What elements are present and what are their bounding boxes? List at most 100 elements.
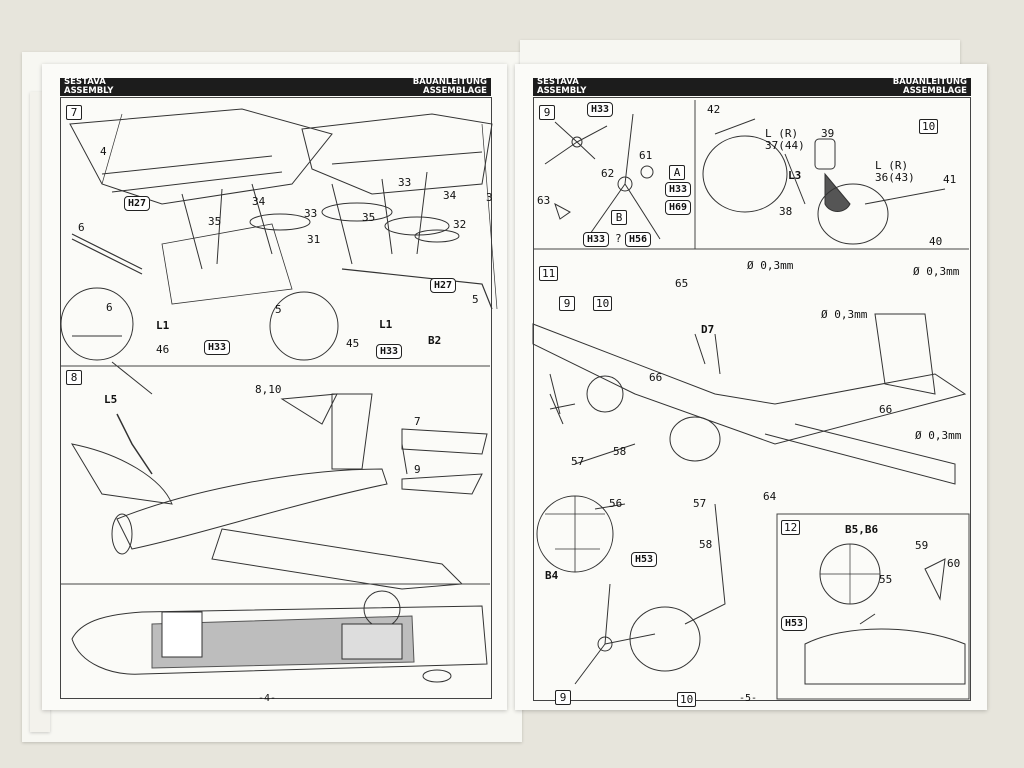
part-63-label: 63 — [537, 194, 551, 207]
ref-step-10b: 10 — [677, 692, 697, 707]
label-b5-b6: B5,B6 — [845, 523, 879, 536]
label-d7: D7 — [701, 323, 715, 336]
part-45-label: 45 — [346, 337, 360, 350]
callout-h33-step9: H33 — [587, 102, 614, 117]
label-l3: L3 — [788, 169, 802, 182]
label-37-44: 37(44) — [765, 139, 805, 152]
ref-step-10-marker: 10 — [593, 296, 613, 311]
step-12-marker: 12 — [781, 520, 801, 535]
callout-h56: H56 — [625, 232, 652, 247]
part-33b-label: 33 — [304, 207, 318, 220]
letter-a-marker: A — [669, 165, 685, 180]
callout-h69: H69 — [665, 200, 692, 215]
part-9-label: 9 — [414, 463, 421, 476]
header-left-line2-right: ASSEMBLY — [537, 86, 587, 96]
part-34-label: 34 — [252, 195, 266, 208]
part-8-10-label: 8,10 — [255, 383, 282, 396]
part-41-label: 41 — [943, 173, 957, 186]
part-5-label: 5 — [472, 293, 479, 306]
callout-h27b: H27 — [430, 278, 457, 293]
part-6-label: 6 — [78, 221, 85, 234]
part-32-label: 32 — [453, 218, 467, 231]
step-8-number: 8 — [66, 370, 82, 385]
part-61-label: 61 — [639, 149, 653, 162]
diameter-label-1: Ø 0,3mm — [747, 259, 794, 272]
part-38-label: 38 — [779, 205, 793, 218]
letter-b-marker: B — [611, 210, 627, 225]
part-58-label: 58 — [613, 445, 627, 458]
callout-h53-step12: H53 — [781, 616, 808, 631]
part-35-label: 35 — [208, 215, 222, 228]
part-56-label: 56 — [609, 497, 623, 510]
diameter-label-4: Ø 0,3mm — [915, 429, 962, 442]
header-left-line2: ASSEMBLY — [64, 86, 114, 96]
part-55-label: 55 — [879, 573, 893, 586]
header-right-line1: BAUANLEITUNG — [412, 77, 487, 87]
step-7-number: 7 — [66, 105, 82, 120]
part-59-label: 59 — [915, 539, 929, 552]
part-39-label: 39 — [821, 127, 835, 140]
label-b4: B4 — [545, 569, 559, 582]
diameter-label-2: Ø 0,3mm — [913, 265, 960, 278]
wing-and-fuselage-line-art — [60, 108, 498, 683]
step-10-marker: 10 — [919, 119, 939, 134]
page-header-bar: SESTAVA ASSEMBLY BAUANLEITUNG ASSEMBLAGE — [60, 78, 491, 96]
part-3-label: 3 — [486, 191, 493, 204]
ref-step-10: 10 — [593, 296, 613, 311]
step-7-marker: 7 — [66, 105, 82, 120]
header-right-line2: ASSEMBLAGE — [423, 86, 487, 96]
callout-h33-a: H33 — [665, 182, 692, 197]
label-36-43: 36(43) — [875, 171, 915, 184]
step-8-marker: 8 — [66, 370, 82, 385]
ref-step-10b-marker: 10 — [677, 692, 697, 707]
part-57-label: 57 — [571, 455, 585, 468]
ref-step-9: 9 — [559, 296, 575, 311]
part-66-label: 66 — [649, 371, 663, 384]
step-11-number: 11 — [539, 266, 559, 281]
step-9-marker: 9 — [539, 105, 555, 120]
callout-h27: H27 — [124, 196, 151, 211]
step-12-number: 12 — [781, 520, 801, 535]
instruction-page-right: SESTAVA ASSEMBLY BAUANLEITUNG ASSEMBLAGE — [515, 64, 987, 710]
part-34b-label: 34 — [443, 189, 457, 202]
part-66b-label: 66 — [879, 403, 893, 416]
part-64-label: 64 — [763, 490, 777, 503]
diameter-label-3: Ø 0,3mm — [821, 308, 868, 321]
part-b2-label: B2 — [428, 334, 442, 347]
callout-h33: H33 — [204, 340, 231, 355]
part-6b-label: 6 — [106, 301, 113, 314]
label-l-r-37: L (R) — [765, 127, 799, 140]
engine-and-canopy-line-art — [532, 100, 970, 700]
callout-h53: H53 — [631, 552, 658, 567]
part-7-label: 7 — [414, 415, 421, 428]
step-10-number: 10 — [919, 119, 939, 134]
page-header-bar-right: SESTAVA ASSEMBLY BAUANLEITUNG ASSEMBLAGE — [533, 78, 971, 96]
page-frame-right — [533, 97, 971, 701]
label-l5: L5 — [104, 393, 118, 406]
header-left-line1-right: SESTAVA — [537, 77, 579, 87]
step-9-number: 9 — [539, 105, 555, 120]
header-right-line1-right: BAUANLEITUNG — [892, 77, 967, 87]
header-left-line1: SESTAVA — [64, 77, 106, 87]
ref-step-9b: 9 — [555, 690, 571, 705]
ref-step-9-marker: 9 — [559, 296, 575, 311]
letter-b: B — [611, 210, 627, 225]
part-33-label: 33 — [398, 176, 412, 189]
ref-step-9b-marker: 9 — [555, 690, 571, 705]
instruction-page-left: SESTAVA ASSEMBLY BAUANLEITUNG ASSEMBLAGE — [42, 64, 507, 710]
part-46-label: 46 — [156, 343, 170, 356]
letter-a: A — [669, 165, 685, 180]
label-l-r-36: L (R) — [875, 159, 909, 172]
part-65-label: 65 — [675, 277, 689, 290]
part-58b-label: 58 — [699, 538, 713, 551]
label-l1: L1 — [156, 319, 170, 332]
part-62-label: 62 — [601, 167, 615, 180]
callout-h33b: H33 — [376, 344, 403, 359]
page-number-left: -4- — [258, 693, 277, 704]
question-mark: ? — [615, 232, 622, 245]
part-35b-label: 35 — [362, 211, 376, 224]
page-number-right: -5- — [739, 693, 758, 704]
header-right-line2-right: ASSEMBLAGE — [903, 86, 967, 96]
part-42-label: 42 — [707, 103, 721, 116]
step-11-marker: 11 — [539, 266, 559, 281]
